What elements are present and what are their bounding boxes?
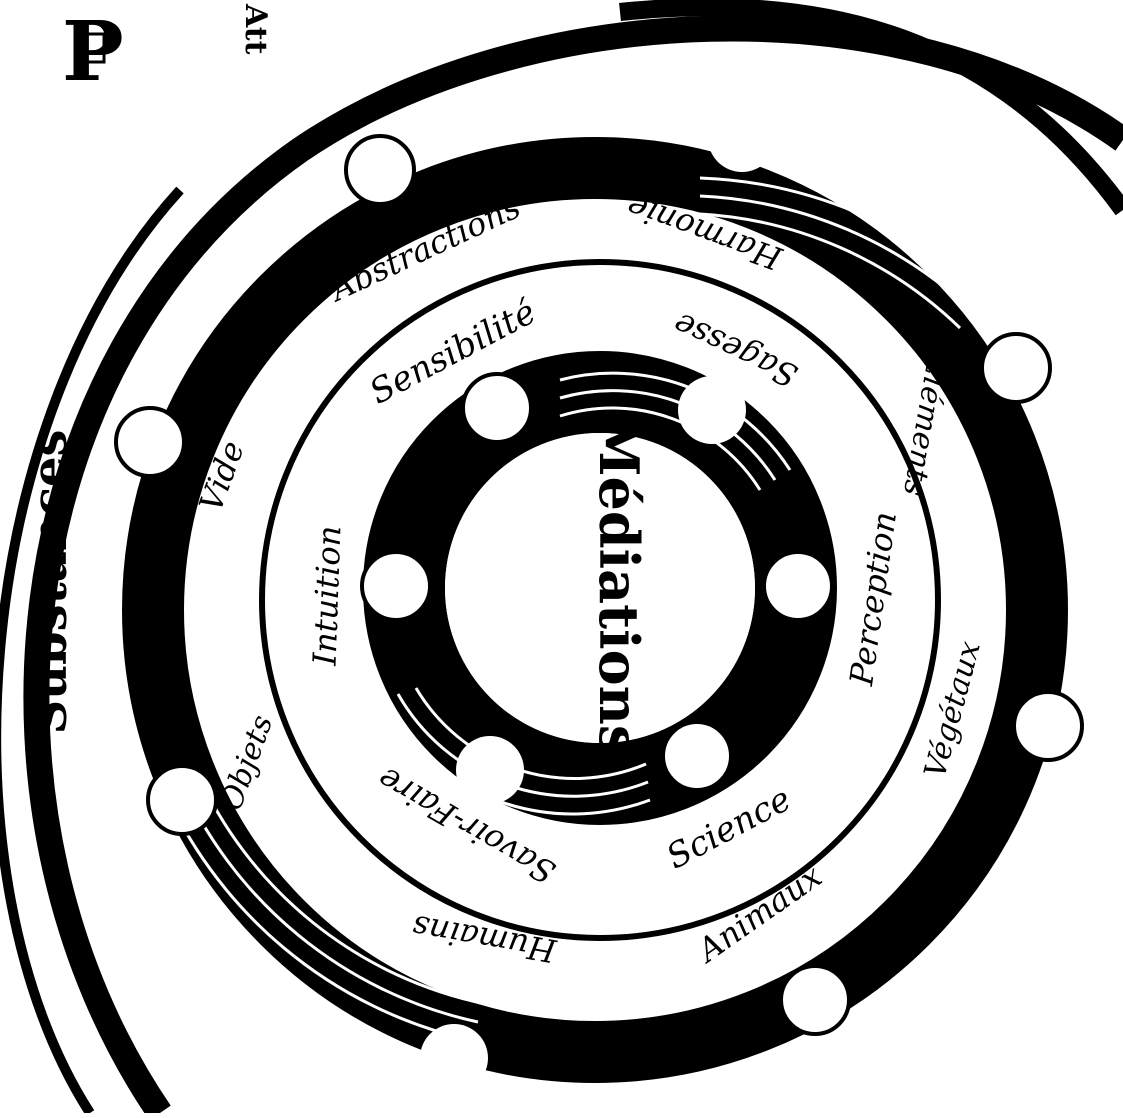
middle-ring-dot bbox=[148, 766, 216, 834]
middle-ring-dot bbox=[982, 334, 1050, 402]
middle-ring-dot bbox=[708, 104, 776, 172]
inner-label-intuition: Intuition bbox=[306, 525, 349, 667]
inner-ring-dot bbox=[678, 376, 746, 444]
inner-ring-dot bbox=[362, 552, 430, 620]
middle-ring-dot bbox=[1014, 692, 1082, 760]
inner-ring-dot bbox=[663, 722, 731, 790]
middle-ring-dot bbox=[116, 408, 184, 476]
inner-ring-dot bbox=[764, 552, 832, 620]
middle-label-vegetaux: Végétaux bbox=[918, 637, 988, 781]
inner-label-perception: Perception bbox=[842, 509, 904, 688]
corner-letter: P bbox=[62, 4, 124, 100]
middle-label-animaux: Animaux bbox=[688, 857, 829, 971]
middle-ring-dot bbox=[420, 1024, 488, 1092]
outer-title: Substances bbox=[22, 429, 78, 734]
corner-partial-text: Att bbox=[238, 3, 273, 55]
middle-label-elements: Éléments bbox=[896, 352, 956, 499]
corner-ornament: P Att bbox=[62, 3, 273, 100]
inner-ring-dot bbox=[456, 736, 524, 804]
center-title: Médiations bbox=[587, 417, 651, 756]
middle-ring-dot bbox=[346, 136, 414, 204]
middle-ring-dot bbox=[781, 966, 849, 1034]
middle-label-objets: Objets bbox=[214, 711, 281, 815]
inner-ring-dot bbox=[463, 374, 531, 442]
